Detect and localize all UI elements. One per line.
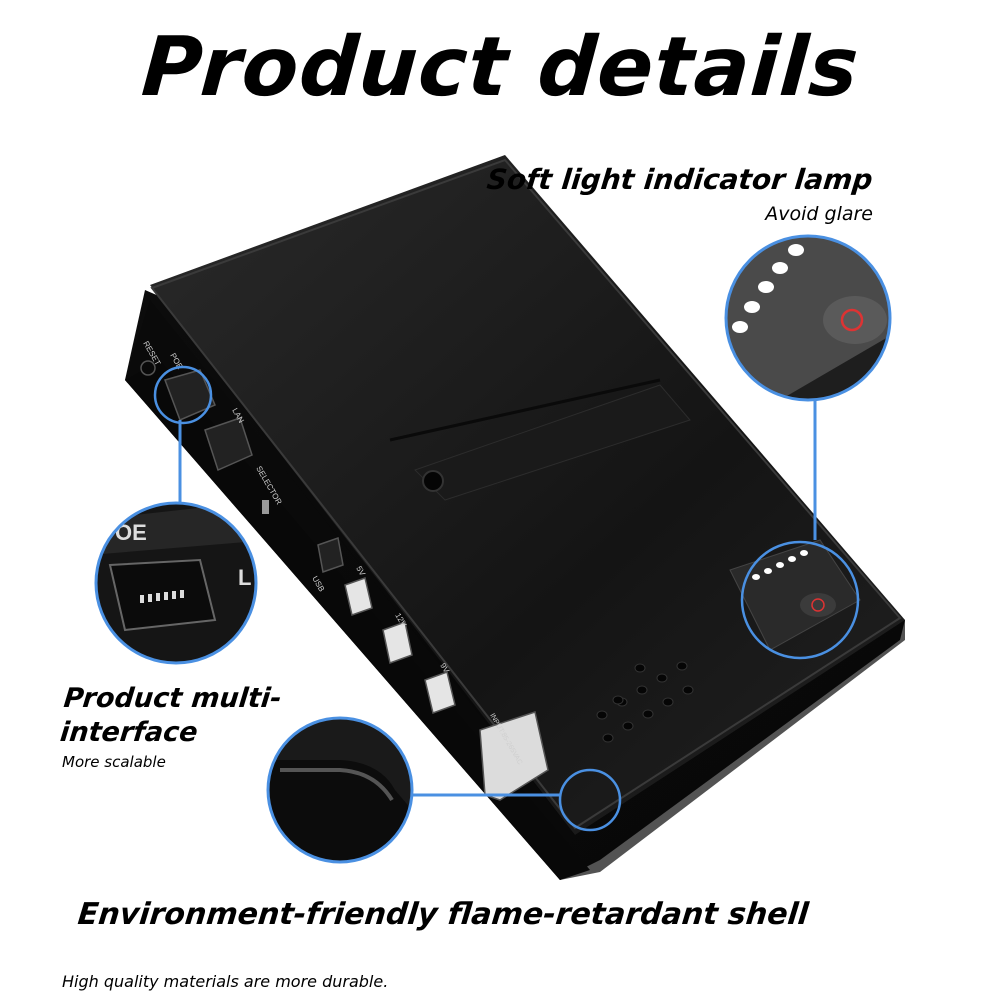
zoom-multi-interface: OE L xyxy=(96,503,256,663)
svg-text:OE: OE xyxy=(115,520,147,545)
page-title: Product details xyxy=(138,20,863,115)
feature-subtitle-multi-interface: More scalable xyxy=(62,753,166,771)
power-bank-device: RESET POE LAN SELECTOR USB 5V 12V 9V INP… xyxy=(125,155,905,880)
feature-title-indicator-lamp: Soft light indicator lamp xyxy=(485,163,875,196)
svg-text:L: L xyxy=(238,565,251,590)
zoom-indicator-lamp xyxy=(726,236,890,400)
feature-subtitle-shell: High quality materials are more durable. xyxy=(62,972,389,991)
feature-title-multi-interface: Product multi-interface xyxy=(58,683,284,748)
feature-subtitle-indicator-lamp: Avoid glare xyxy=(765,203,873,225)
zoom-shell-corner xyxy=(268,718,412,862)
feature-title-shell: Environment-friendly flame-retardant she… xyxy=(76,897,811,932)
vent-holes xyxy=(596,661,694,743)
indicator-panel xyxy=(729,539,861,651)
